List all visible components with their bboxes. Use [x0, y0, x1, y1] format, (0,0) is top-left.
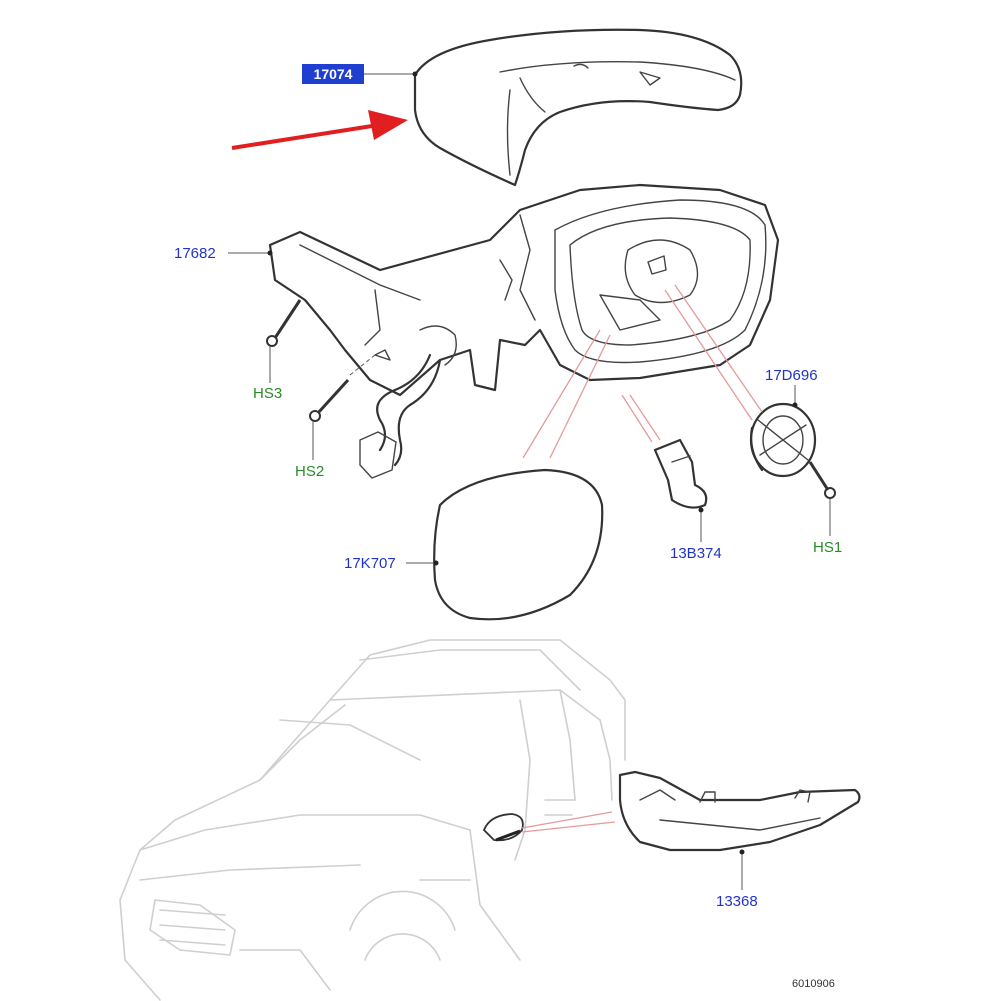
screw-hs1-part: [808, 461, 836, 499]
label-13b374: 13B374: [670, 507, 722, 562]
screw-hs2-part: [309, 354, 376, 422]
mirror-cover-part: [413, 28, 743, 187]
part-number-17d696: 17D696: [765, 367, 818, 384]
clip-part: [653, 438, 708, 509]
label-hs1: HS1: [813, 499, 842, 556]
label-17d696: 17D696: [765, 367, 818, 408]
part-number-17074: 17074: [314, 66, 353, 82]
actuator-part: [749, 402, 817, 478]
red-pointer-arrow-icon: [231, 110, 408, 150]
part-number-17682: 17682: [174, 245, 216, 262]
mirror-glass-part: [433, 468, 604, 621]
highlight-box: [302, 64, 364, 84]
label-hs3: HS3: [253, 346, 282, 402]
label-17074: 17074: [302, 64, 418, 84]
part-number-17k707: 17K707: [344, 555, 396, 572]
screw-hs3-part: [266, 299, 302, 347]
fastener-hs2: HS2: [295, 463, 324, 480]
mirror-base-part: [268, 183, 780, 479]
diagram-reference: 6010906: [792, 978, 835, 990]
fastener-hs1: HS1: [813, 539, 842, 556]
callout-lines: [521, 284, 763, 833]
label-17682: 17682: [174, 245, 273, 262]
label-17k707: 17K707: [344, 555, 439, 572]
vehicle-outline: [119, 639, 626, 1001]
part-number-13b374: 13B374: [670, 545, 722, 562]
part-number-13368: 13368: [716, 893, 758, 910]
label-hs2: HS2: [295, 421, 324, 480]
indicator-lamp-part: [618, 770, 861, 852]
label-13368: 13368: [716, 849, 758, 910]
fastener-hs3: HS3: [253, 385, 282, 402]
